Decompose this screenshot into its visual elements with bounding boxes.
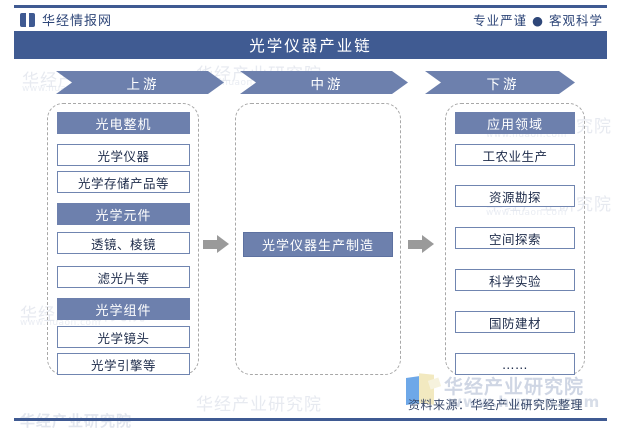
logo-blade-light: [427, 377, 442, 390]
bottom-accent-rule: [14, 418, 607, 421]
upstream-group-header-0: 光电整机: [57, 112, 190, 134]
arrow-head: [217, 235, 229, 253]
stage-label-downstream: 下游: [486, 76, 520, 93]
upstream-group-header-1: 光学元件: [57, 203, 190, 225]
background-watermark-name: 华经产业研究院: [196, 395, 322, 415]
upstream-item-2-0[interactable]: 光学镜头: [57, 326, 190, 348]
stage-banner-midstream: 中游: [240, 71, 408, 94]
arrow-head: [422, 235, 434, 253]
arrow-right-icon: [203, 235, 229, 254]
brand-bar: 华经情报网 专业严谨 ● 客观科学: [14, 8, 607, 31]
downstream-item-0-1[interactable]: 资源勘探: [455, 185, 575, 207]
downstream-item-0-3[interactable]: 科学实验: [455, 269, 575, 291]
stage-banner-upstream: 上游: [56, 71, 224, 94]
upstream-item-0-0[interactable]: 光学仪器: [57, 144, 190, 166]
midstream-container: [235, 103, 401, 375]
upstream-item-0-1[interactable]: 光学存储产品等: [57, 171, 190, 193]
page-title: 光学仪器产业链: [249, 37, 372, 55]
midstream-node[interactable]: 光学仪器生产制造: [243, 232, 393, 257]
downstream-item-0-5[interactable]: ……: [455, 353, 575, 375]
arrow-shaft: [203, 240, 218, 249]
arrow-right-icon: [408, 235, 434, 254]
brand-name: 华经情报网: [42, 14, 113, 29]
downstream-item-0-4[interactable]: 国防建材: [455, 311, 575, 333]
arrow-shaft: [408, 240, 423, 249]
upstream-item-1-1[interactable]: 滤光片等: [57, 266, 190, 288]
stage-label-upstream: 上游: [126, 76, 160, 93]
downstream-group-header-0: 应用领域: [455, 112, 575, 134]
chart-title-band: 光学仪器产业链: [14, 31, 607, 59]
upstream-group-header-2: 光学组件: [57, 298, 190, 320]
downstream-item-0-0[interactable]: 工农业生产: [455, 144, 575, 166]
stage-label-midstream: 中游: [310, 76, 344, 93]
book-mark-icon: [20, 12, 35, 27]
brand-slogan: 专业严谨 ● 客观科学: [473, 13, 603, 28]
source-attribution: 资料来源：华经产业研究院整理: [408, 398, 584, 412]
upstream-item-2-1[interactable]: 光学引擎等: [57, 353, 190, 375]
brand-identity: 华经情报网: [14, 10, 112, 29]
stage-banner-downstream: 下游: [425, 71, 575, 94]
watermark-company-name: 华经产业研究院: [444, 376, 585, 398]
top-accent-rule: [14, 5, 607, 8]
upstream-item-1-0[interactable]: 透镜、棱镜: [57, 232, 190, 254]
downstream-item-0-2[interactable]: 空间探索: [455, 227, 575, 249]
